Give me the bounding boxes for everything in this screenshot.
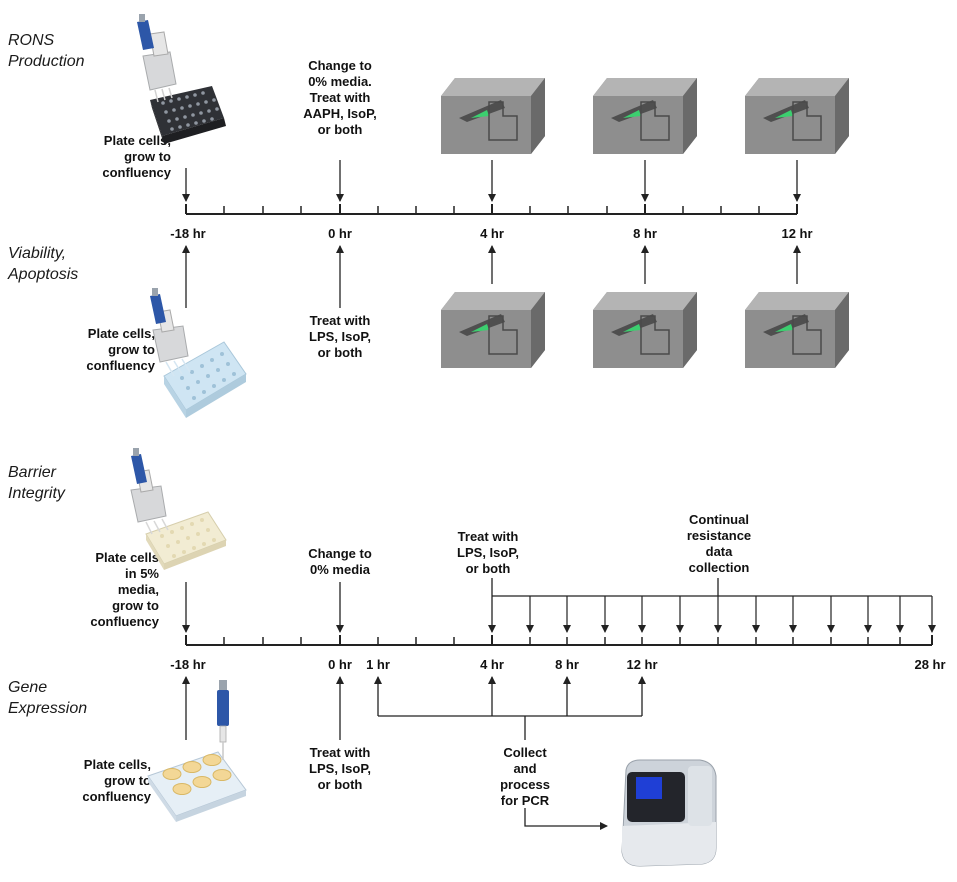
t2-tick-label: 28 hr xyxy=(914,657,946,672)
t2-change-media-note: Change to 0% media xyxy=(308,546,372,577)
timeline-1-arrows xyxy=(182,160,801,308)
collect-pcr-note: Collect and process for PCR xyxy=(500,745,550,808)
six-well-plate-icon xyxy=(147,680,247,822)
t1-treat-note: Treat with LPS, IsoP, or both xyxy=(309,313,371,360)
pipette-blue-plate-icon xyxy=(150,288,247,418)
t1-bottom-plate-note: Plate cells, grow to confluency xyxy=(86,326,155,373)
t2-tick-label: 12 hr xyxy=(626,657,658,672)
t2-tick-label: -18 hr xyxy=(170,657,206,672)
t1-tick-label: -18 hr xyxy=(170,226,206,241)
continual-collection-note: Continual resistance data collection xyxy=(686,512,752,575)
plate-reader-icon xyxy=(440,291,546,369)
pipette-cream-plate-icon xyxy=(130,448,227,570)
timeline-2-bottom-arrows xyxy=(182,676,646,830)
t1-tick-label: 12 hr xyxy=(781,226,813,241)
pipette-black-plate-icon xyxy=(137,14,226,144)
t1-plate-note: Plate cells, grow to confluency xyxy=(102,133,171,180)
t2-bottom-treat-note: Treat with LPS, IsoP, or both xyxy=(309,745,371,792)
t1-tick-label: 0 hr xyxy=(328,226,352,241)
section-title-rons: RONS Production xyxy=(8,32,85,70)
plate-reader-icon xyxy=(744,291,850,369)
t1-tick-label: 4 hr xyxy=(480,226,504,241)
plate-reader-icon xyxy=(592,77,698,155)
pcr-machine-icon xyxy=(621,759,717,867)
timeline-1-axis xyxy=(185,204,798,215)
plate-reader-icon xyxy=(744,77,850,155)
t2-tick-label: 8 hr xyxy=(555,657,579,672)
t2-tick-label: 1 hr xyxy=(366,657,390,672)
plate-reader-icon xyxy=(440,77,546,155)
t2-bottom-plate-note: Plate cells, grow to confluency xyxy=(82,757,151,804)
t1-change-media-note: Change to 0% media. Treat with AAPH, Iso… xyxy=(303,58,377,137)
section-title-barrier: Barrier Integrity xyxy=(8,464,65,502)
t2-plate-note: Plate cells in 5% media, grow to conflue… xyxy=(90,550,159,629)
section-title-viability: Viability, Apoptosis xyxy=(8,245,79,283)
timeline-2-top-arrows xyxy=(182,578,936,633)
section-title-gene: Gene Expression xyxy=(8,679,88,717)
t1-tick-label: 8 hr xyxy=(633,226,657,241)
t2-treat-note: Treat with LPS, IsoP, or both xyxy=(457,529,519,576)
t2-tick-label: 4 hr xyxy=(480,657,504,672)
plate-reader-icon xyxy=(592,291,698,369)
t2-tick-label: 0 hr xyxy=(328,657,352,672)
timeline-2-axis xyxy=(185,635,933,646)
